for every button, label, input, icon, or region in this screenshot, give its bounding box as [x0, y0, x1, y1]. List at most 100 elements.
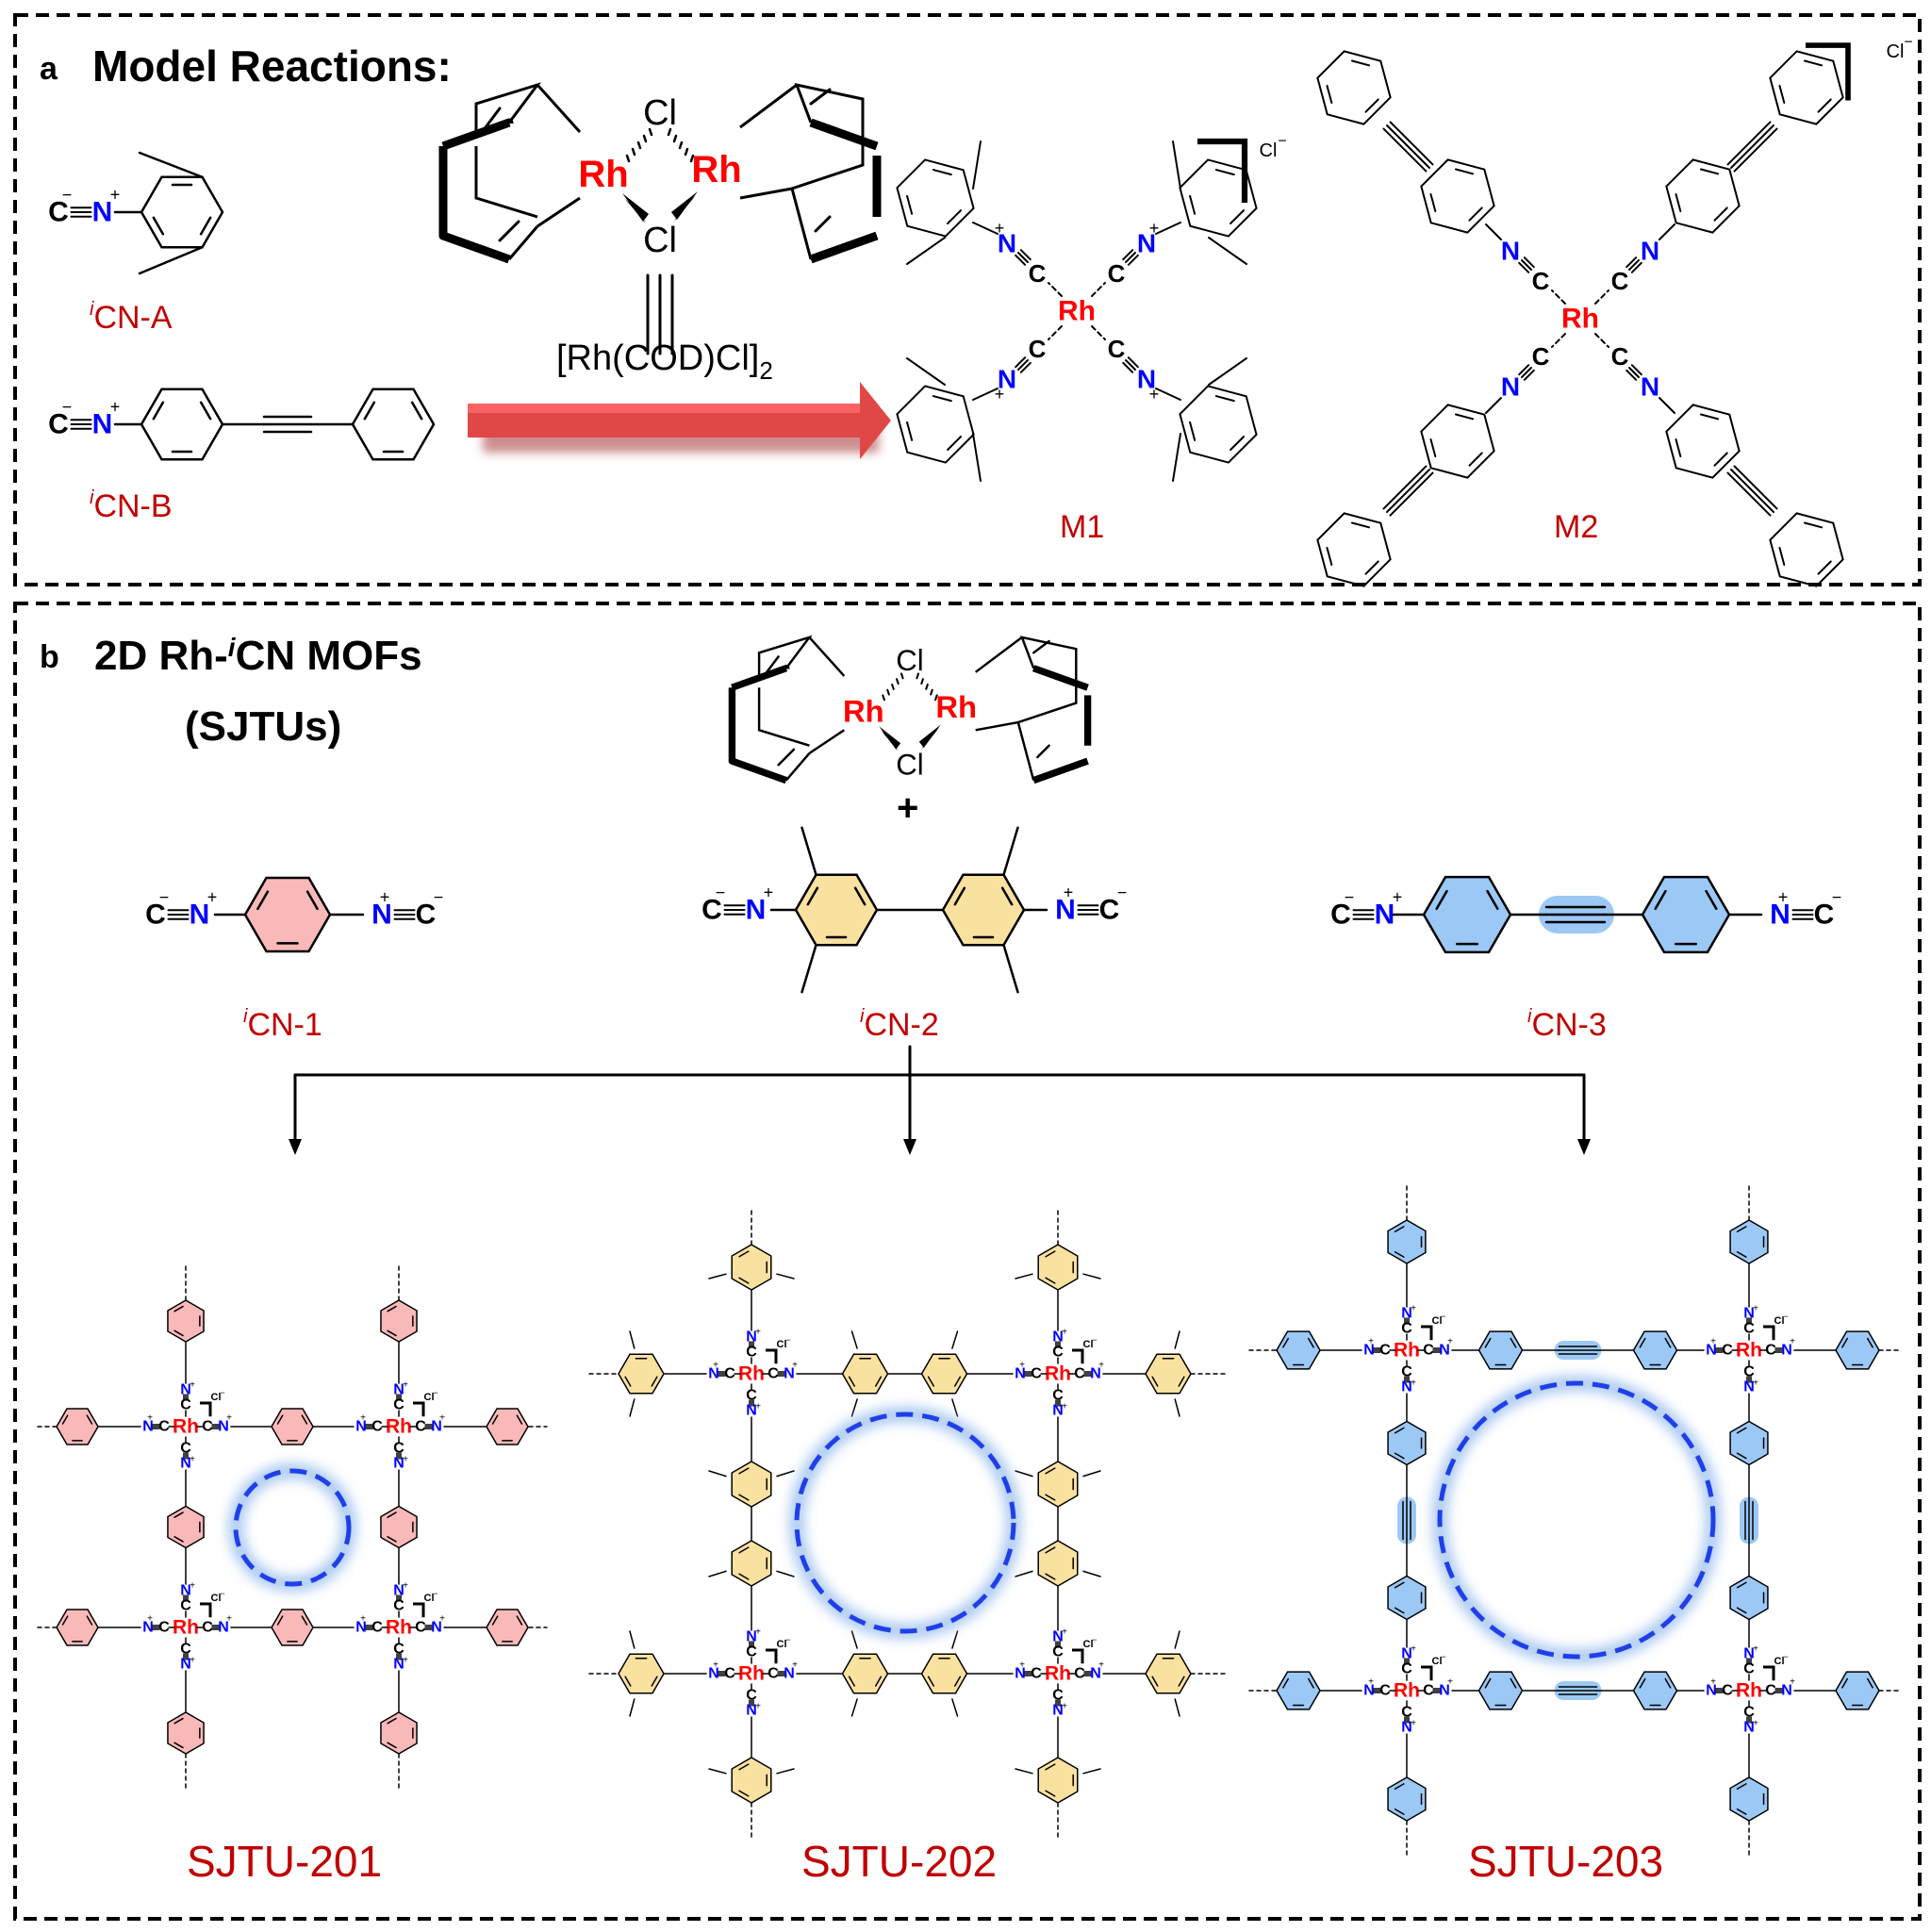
methyl-bond	[1172, 433, 1181, 482]
methyl-bond	[708, 1768, 727, 1775]
alkyne-bond	[262, 415, 313, 434]
charge-bracket	[1806, 42, 1851, 101]
cl-label: Cl	[896, 644, 923, 677]
dashed-bond	[1048, 282, 1063, 297]
nitrogen-label: N	[1090, 1666, 1101, 1682]
methyl-bond	[972, 433, 982, 482]
panel-b-title-post: CN MOFs	[236, 633, 422, 679]
nitrogen-label: N	[746, 1703, 757, 1719]
ring-double-bond	[1429, 438, 1437, 458]
cod-double-bond	[1036, 744, 1050, 759]
arrow-head	[289, 1139, 302, 1155]
cn-triple-bond	[167, 909, 190, 920]
benzene-ring	[1316, 50, 1392, 125]
counter-ion-label: Cl	[1774, 1315, 1785, 1327]
counter-ion-label: Cl	[1432, 1656, 1443, 1667]
cn-triple-bond	[1122, 249, 1139, 266]
bond-upper	[1630, 261, 1642, 273]
carbon-label: C	[1330, 900, 1351, 931]
nitrogen-label: N	[431, 1419, 442, 1435]
ring-double-bond	[738, 1763, 750, 1771]
label-icn-2: iCN-2	[860, 1006, 939, 1043]
methyl-bond	[800, 943, 817, 994]
ring-double-bond	[516, 1414, 523, 1425]
cn-triple-bond	[1746, 1658, 1752, 1665]
benzene-ring	[56, 1408, 99, 1445]
carbon-label: C	[1052, 1688, 1064, 1704]
carbon-label: C	[1532, 267, 1550, 295]
plus-charge: +	[1447, 1677, 1453, 1688]
ring-double-bond	[1045, 1763, 1056, 1771]
ring-outline	[1276, 1671, 1321, 1710]
ring-double-bond	[1189, 421, 1197, 441]
methyl-bond	[138, 245, 204, 275]
ring-double-bond	[173, 1536, 184, 1543]
ring-double-bond	[738, 1546, 750, 1554]
ring-outline	[1387, 1575, 1427, 1621]
ring-outline	[1276, 1330, 1321, 1370]
ring-double-bond	[1308, 1337, 1314, 1348]
carbon-label: C	[1722, 1683, 1733, 1699]
nitrogen-label: N	[1137, 365, 1156, 394]
ring-outline	[731, 1540, 772, 1587]
methyl-bond	[1082, 1570, 1101, 1577]
methyl-bond	[951, 1630, 959, 1649]
cn-triple-bond	[183, 1452, 189, 1460]
plus-charge: +	[755, 1328, 761, 1338]
benzene-ring	[140, 388, 224, 461]
carbon-label: C	[1814, 900, 1835, 931]
charge-bracket	[1072, 1348, 1084, 1364]
carbon-label: C	[1379, 1683, 1391, 1699]
nitrogen-label: N	[393, 1382, 404, 1398]
bond-upper	[1127, 254, 1139, 266]
ring-double-bond	[738, 1494, 750, 1501]
charge-bracket	[1197, 138, 1248, 203]
cod-bold-edge	[809, 118, 882, 264]
ring-double-bond	[1817, 560, 1832, 575]
xylyl-ring	[731, 1244, 772, 1291]
cn-triple-bond	[1373, 1688, 1381, 1693]
cn-triple-bond	[723, 904, 746, 916]
ring-double-bond	[927, 1376, 935, 1387]
plus-charge: +	[1411, 1304, 1416, 1314]
methyl-bond	[951, 1398, 959, 1417]
cn-triple-bond	[1746, 1317, 1752, 1325]
counter-ion-label: Cl	[1260, 140, 1278, 161]
counter-ion-label: Cl	[1432, 1315, 1443, 1327]
methyl-bond	[850, 1698, 858, 1717]
ring-outline	[271, 1609, 314, 1646]
ring-double-bond	[1736, 1607, 1747, 1614]
cn-triple-bond	[393, 909, 416, 920]
bond-lower	[1127, 356, 1139, 369]
bond-upper	[1523, 256, 1535, 269]
alkyne-bond	[1726, 121, 1778, 173]
charge-bracket	[766, 1348, 778, 1364]
charge-bracket	[1763, 1325, 1775, 1341]
label-sjtu-202: SJTU-202	[801, 1837, 997, 1886]
nitrogen-label: N	[1090, 1366, 1101, 1382]
hashed-bond	[925, 683, 929, 690]
bracket-line	[766, 1648, 778, 1664]
charge-bracket	[413, 1602, 425, 1618]
ring-double-bond	[173, 1742, 184, 1749]
ring-double-bond	[1867, 1337, 1873, 1348]
cn-triple-bond	[749, 1341, 754, 1348]
methyl-bond	[776, 1470, 795, 1478]
benzene-ring	[167, 1299, 205, 1343]
benzene-ring	[167, 1505, 205, 1549]
dashed-bond	[1091, 325, 1106, 340]
ring-double-bond	[387, 1329, 397, 1337]
carbon-label: C	[180, 1441, 191, 1457]
methyl-bond	[629, 1630, 635, 1649]
plus-charge: +	[764, 883, 774, 901]
nitrogen-label: N	[784, 1366, 795, 1382]
nitrogen-label: N	[431, 1620, 442, 1636]
carbon-label: C	[158, 1620, 170, 1636]
bond-center	[1125, 252, 1136, 263]
nitrogen-label: N	[1743, 1720, 1755, 1736]
methyl-bond	[1174, 1630, 1180, 1649]
